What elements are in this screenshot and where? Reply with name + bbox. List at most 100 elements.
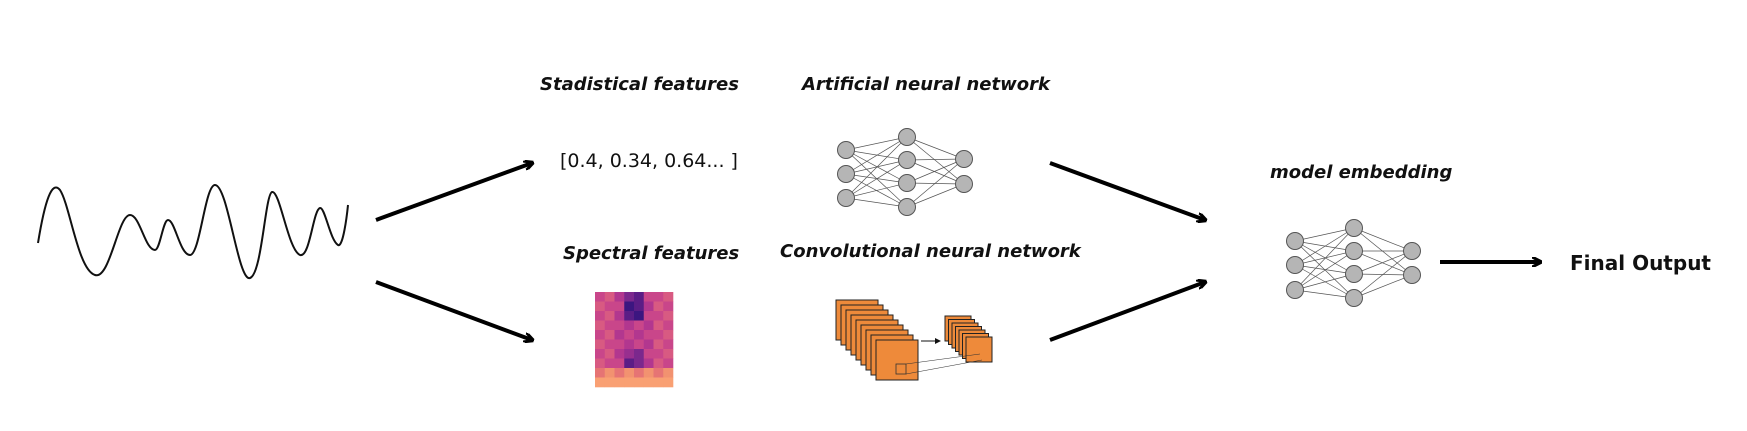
network-edge [1294, 273, 1355, 291]
network-node [1286, 281, 1304, 299]
spectrogram-cell [624, 292, 635, 302]
network-edge [906, 158, 965, 161]
network-edge [1353, 227, 1413, 276]
spectrogram-cell [653, 349, 664, 359]
spectrogram-cell [604, 368, 615, 378]
spectrogram-cell [634, 339, 645, 350]
spectrogram-cell [624, 301, 635, 312]
statistical-features-label: Stadistical features [540, 74, 739, 95]
spectrogram-cell [634, 368, 645, 378]
spectrogram-cell [634, 330, 645, 340]
spectrogram-cell [643, 339, 654, 350]
spectrogram-cell [595, 368, 606, 378]
network-edge [1294, 240, 1355, 252]
network-node [955, 175, 973, 193]
network-node [1345, 219, 1363, 237]
network-edge [1294, 240, 1355, 275]
spectrogram-cell [634, 320, 645, 331]
network-node [898, 174, 916, 192]
spectrogram-cell [634, 301, 645, 312]
spectrogram-cell [595, 320, 606, 331]
spectrogram-cell [614, 301, 625, 312]
spectrogram-cell [643, 349, 654, 359]
spectrogram-cell [634, 377, 645, 388]
network-edge [845, 149, 908, 161]
spectrogram-cell [663, 292, 674, 302]
network-edges [1294, 227, 1413, 299]
spectrogram-cell [604, 330, 615, 340]
spectrogram-cell [634, 358, 645, 369]
spectrogram-cell [604, 358, 615, 369]
network-edge [1353, 250, 1413, 276]
spectrogram-cell [595, 349, 606, 359]
network-edge [845, 197, 908, 208]
network-edge [1353, 227, 1413, 252]
spectrogram-cell [595, 301, 606, 312]
cnn-icon [835, 299, 993, 381]
spectrogram-cell [604, 311, 615, 321]
network-edge [845, 136, 908, 175]
spectrogram-cell [663, 339, 674, 350]
spectrogram-cell [663, 330, 674, 340]
network-edge [1353, 274, 1413, 299]
network-edge [1294, 250, 1355, 291]
network-edge [845, 136, 908, 151]
spectral-features-label: Spectral features [563, 243, 740, 264]
cnn-arrow-head [935, 338, 941, 344]
network-edge [906, 136, 965, 160]
spectrogram-cell [643, 377, 654, 388]
spectrogram-cell [643, 301, 654, 312]
spectrogram-cell [604, 292, 615, 302]
arrow-ann-to-embedding [1049, 161, 1205, 220]
network-edge [845, 159, 908, 199]
spectrogram-cell [595, 377, 606, 388]
spectrogram-cell [634, 349, 645, 359]
network-edge [1294, 227, 1355, 291]
network-node [1403, 242, 1421, 260]
spectrogram-cell [604, 301, 615, 312]
network-node [1403, 266, 1421, 284]
network-edges [845, 136, 965, 208]
spectrogram-cell [643, 292, 654, 302]
conv-kernel [895, 363, 907, 375]
network-edge [845, 136, 908, 199]
spectrogram-cell [663, 301, 674, 312]
spectrogram-cell [663, 311, 674, 321]
spectrogram-cell [624, 311, 635, 321]
network-edge [1294, 227, 1355, 242]
spectrogram-cell [653, 330, 664, 340]
spectrogram-cell [653, 377, 664, 388]
spectrogram-cell [604, 339, 615, 350]
network-edge [1294, 264, 1355, 299]
spectrogram-cell [653, 368, 664, 378]
cnn-label: Convolutional neural network [780, 241, 1081, 262]
network-edge [906, 158, 965, 184]
network-edge [1353, 250, 1413, 299]
waveform-icon [37, 183, 349, 280]
network-edge [1294, 227, 1355, 266]
spectrogram-cell [624, 349, 635, 359]
network-edge [1353, 250, 1413, 275]
spectrogram-cell [624, 368, 635, 378]
embedding-network-icon [1286, 219, 1421, 307]
spectrogram-cell [604, 320, 615, 331]
network-edge [1294, 250, 1355, 266]
spectrogram-cell [634, 311, 645, 321]
network-edge [845, 149, 908, 184]
network-edge [1294, 264, 1355, 275]
spectrogram-cell [595, 330, 606, 340]
network-edge [906, 158, 965, 208]
spectrogram-cell [643, 320, 654, 331]
neural-network-icon [837, 128, 973, 216]
spectrogram-cell [653, 311, 664, 321]
spectrogram-cell [595, 339, 606, 350]
spectrogram-cell [614, 320, 625, 331]
spectrogram-cell [653, 301, 664, 312]
network-edge [906, 183, 965, 208]
spectrogram-cell [604, 377, 615, 388]
spectrogram-icon [595, 292, 674, 388]
network-node [898, 151, 916, 169]
spectrogram-cell [614, 377, 625, 388]
spectrogram-cell [663, 368, 674, 378]
